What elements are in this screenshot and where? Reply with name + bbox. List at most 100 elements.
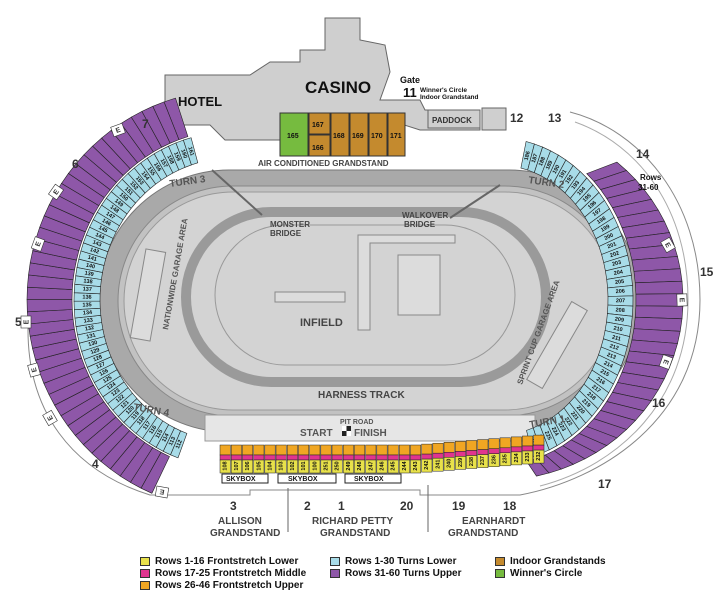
frontstretch-upper-section[interactable]	[242, 444, 254, 456]
section-241[interactable]	[432, 457, 444, 472]
section-248[interactable]	[354, 459, 366, 474]
seating-section[interactable]	[634, 280, 684, 295]
frontstretch-middle-section[interactable]	[477, 449, 489, 455]
frontstretch-upper-section[interactable]	[376, 444, 388, 456]
frontstretch-upper-section[interactable]	[510, 436, 522, 448]
section-165[interactable]	[279, 112, 309, 157]
frontstretch-middle-section[interactable]	[219, 454, 231, 461]
frontstretch-upper-section[interactable]	[466, 440, 478, 451]
section-236[interactable]	[488, 453, 500, 467]
frontstretch-middle-section[interactable]	[298, 454, 310, 461]
frontstretch-middle-section[interactable]	[242, 454, 254, 461]
section-171[interactable]	[387, 112, 406, 157]
frontstretch-upper-section[interactable]	[398, 444, 410, 456]
frontstretch-middle-section[interactable]	[488, 448, 500, 454]
frontstretch-upper-section[interactable]	[309, 444, 321, 456]
seating-section[interactable]	[634, 305, 684, 320]
frontstretch-middle-section[interactable]	[454, 451, 466, 457]
frontstretch-upper-section[interactable]	[488, 438, 500, 449]
seating-section[interactable]	[633, 268, 683, 284]
frontstretch-middle-section[interactable]	[331, 454, 343, 461]
frontstretch-upper-section[interactable]	[219, 444, 231, 456]
frontstretch-middle-section[interactable]	[387, 454, 399, 461]
seating-section[interactable]	[163, 97, 189, 140]
section-169[interactable]	[349, 112, 369, 157]
section-246[interactable]	[376, 459, 388, 474]
frontstretch-upper-section[interactable]	[522, 435, 534, 447]
section-250[interactable]	[331, 459, 343, 474]
frontstretch-middle-section[interactable]	[320, 454, 332, 461]
frontstretch-upper-section[interactable]	[253, 444, 265, 456]
frontstretch-upper-section[interactable]	[432, 442, 444, 454]
section-245[interactable]	[387, 459, 399, 474]
frontstretch-middle-section[interactable]	[376, 454, 388, 461]
skybox-earnhardt[interactable]	[344, 473, 402, 484]
frontstretch-upper-section[interactable]	[477, 439, 489, 450]
frontstretch-upper-section[interactable]	[421, 443, 433, 455]
frontstretch-middle-section[interactable]	[275, 454, 287, 461]
section-249[interactable]	[342, 459, 354, 474]
section-239[interactable]	[454, 456, 466, 470]
frontstretch-upper-section[interactable]	[454, 441, 466, 452]
section-167[interactable]	[308, 112, 331, 135]
frontstretch-upper-section[interactable]	[331, 444, 343, 456]
section-166[interactable]	[308, 134, 331, 157]
section-161[interactable]	[183, 137, 199, 166]
frontstretch-middle-section[interactable]	[533, 444, 545, 451]
section-103[interactable]	[275, 459, 287, 474]
section-232[interactable]	[533, 449, 545, 464]
frontstretch-middle-section[interactable]	[253, 454, 265, 461]
frontstretch-middle-section[interactable]	[398, 454, 410, 461]
section-233[interactable]	[522, 450, 534, 465]
frontstretch-upper-section[interactable]	[320, 444, 332, 456]
frontstretch-upper-section[interactable]	[354, 444, 366, 456]
frontstretch-middle-section[interactable]	[286, 454, 298, 461]
frontstretch-upper-section[interactable]	[264, 444, 276, 456]
section-170[interactable]	[368, 112, 388, 157]
section-237[interactable]	[477, 454, 489, 468]
frontstretch-upper-section[interactable]	[443, 442, 455, 453]
frontstretch-upper-section[interactable]	[499, 437, 511, 449]
section-242[interactable]	[421, 458, 433, 473]
section-240[interactable]	[443, 457, 455, 471]
frontstretch-upper-section[interactable]	[387, 444, 399, 456]
seating-section[interactable]	[635, 293, 684, 307]
frontstretch-middle-section[interactable]	[466, 450, 478, 456]
frontstretch-middle-section[interactable]	[510, 446, 522, 453]
frontstretch-middle-section[interactable]	[354, 454, 366, 461]
section-107[interactable]	[230, 459, 242, 474]
frontstretch-middle-section[interactable]	[432, 452, 444, 459]
frontstretch-middle-section[interactable]	[309, 454, 321, 461]
section-100[interactable]	[309, 459, 321, 474]
section-104[interactable]	[264, 459, 276, 474]
section-243[interactable]	[410, 459, 422, 474]
frontstretch-middle-section[interactable]	[522, 445, 534, 452]
frontstretch-middle-section[interactable]	[342, 454, 354, 461]
frontstretch-upper-section[interactable]	[410, 444, 422, 456]
frontstretch-upper-section[interactable]	[298, 444, 310, 456]
frontstretch-middle-section[interactable]	[499, 447, 511, 454]
seating-section[interactable]	[26, 299, 73, 313]
section-244[interactable]	[398, 459, 410, 474]
section-234[interactable]	[510, 451, 522, 466]
section-106[interactable]	[242, 459, 254, 474]
section-105[interactable]	[253, 459, 265, 474]
frontstretch-middle-section[interactable]	[410, 454, 422, 461]
frontstretch-middle-section[interactable]	[264, 454, 276, 461]
section-102[interactable]	[286, 459, 298, 474]
frontstretch-middle-section[interactable]	[443, 452, 455, 458]
section-101[interactable]	[298, 459, 310, 474]
frontstretch-upper-section[interactable]	[230, 444, 242, 456]
frontstretch-upper-section[interactable]	[533, 434, 545, 446]
section-247[interactable]	[365, 459, 377, 474]
section-235[interactable]	[499, 452, 511, 467]
skybox-petty[interactable]	[277, 473, 337, 484]
section-168[interactable]	[330, 112, 350, 157]
section-251[interactable]	[320, 459, 332, 474]
section-238[interactable]	[466, 455, 478, 469]
frontstretch-upper-section[interactable]	[286, 444, 298, 456]
frontstretch-upper-section[interactable]	[275, 444, 287, 456]
frontstretch-upper-section[interactable]	[342, 444, 354, 456]
frontstretch-upper-section[interactable]	[365, 444, 377, 456]
frontstretch-middle-section[interactable]	[365, 454, 377, 461]
